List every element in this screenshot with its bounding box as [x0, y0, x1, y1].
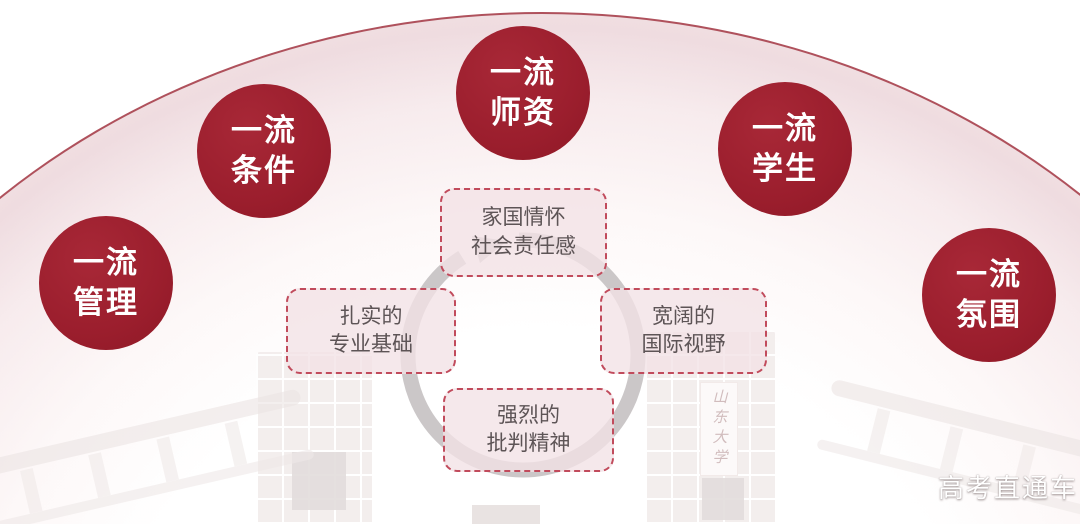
tower-window: [702, 478, 744, 520]
pillar-label-line: 一流: [490, 55, 556, 91]
cycle-box-line: 强烈的: [497, 403, 560, 427]
pillar-circle-students: 一流 学生: [718, 82, 852, 216]
cycle-box-critical-spirit: 强烈的 批判精神: [443, 388, 614, 472]
cycle-box-international-vision: 宽阔的 国际视野: [600, 288, 767, 374]
pillar-label-line: 氛围: [956, 297, 1022, 332]
pillar-label-line: 管理: [73, 285, 139, 320]
pillar-circle-conditions: 一流 条件: [197, 84, 331, 218]
pillar-label-line: 一流: [73, 245, 139, 281]
cycle-box-patriotism: 家国情怀 社会责任感: [440, 188, 607, 277]
pillar-circle-atmosphere: 一流 氛围: [922, 228, 1056, 362]
cycle-box-line: 批判精神: [486, 432, 571, 455]
tower-window: [292, 452, 346, 510]
pillar-label-line: 一流: [231, 113, 297, 149]
pillar-label-line: 学生: [752, 151, 818, 186]
pillar-label-line: 条件: [231, 153, 297, 188]
gate-tower-left: [256, 352, 372, 524]
cycle-box-line: 家国情怀: [481, 206, 566, 230]
cycle-box-line: 社会责任感: [471, 234, 576, 258]
pillar-label-line: 一流: [956, 257, 1022, 293]
gate-plaque: 山东大学: [700, 382, 738, 476]
cycle-box-line: 扎实的: [339, 304, 403, 328]
cycle-box-line: 国际视野: [641, 333, 726, 356]
watermark-text: 高考直通车: [938, 473, 1079, 503]
cycle-box-line: 宽阔的: [652, 304, 715, 328]
gate-pillar-base: [472, 505, 540, 524]
pillar-circle-faculty: 一流 师资: [456, 26, 590, 160]
pillar-label-line: 一流: [752, 111, 818, 147]
cycle-box-professional-foundation: 扎实的 专业基础: [286, 288, 456, 374]
cycle-box-line: 专业基础: [329, 333, 413, 356]
pillar-circle-management: 一流 管理: [39, 216, 173, 350]
pillar-label-line: 师资: [490, 95, 556, 130]
